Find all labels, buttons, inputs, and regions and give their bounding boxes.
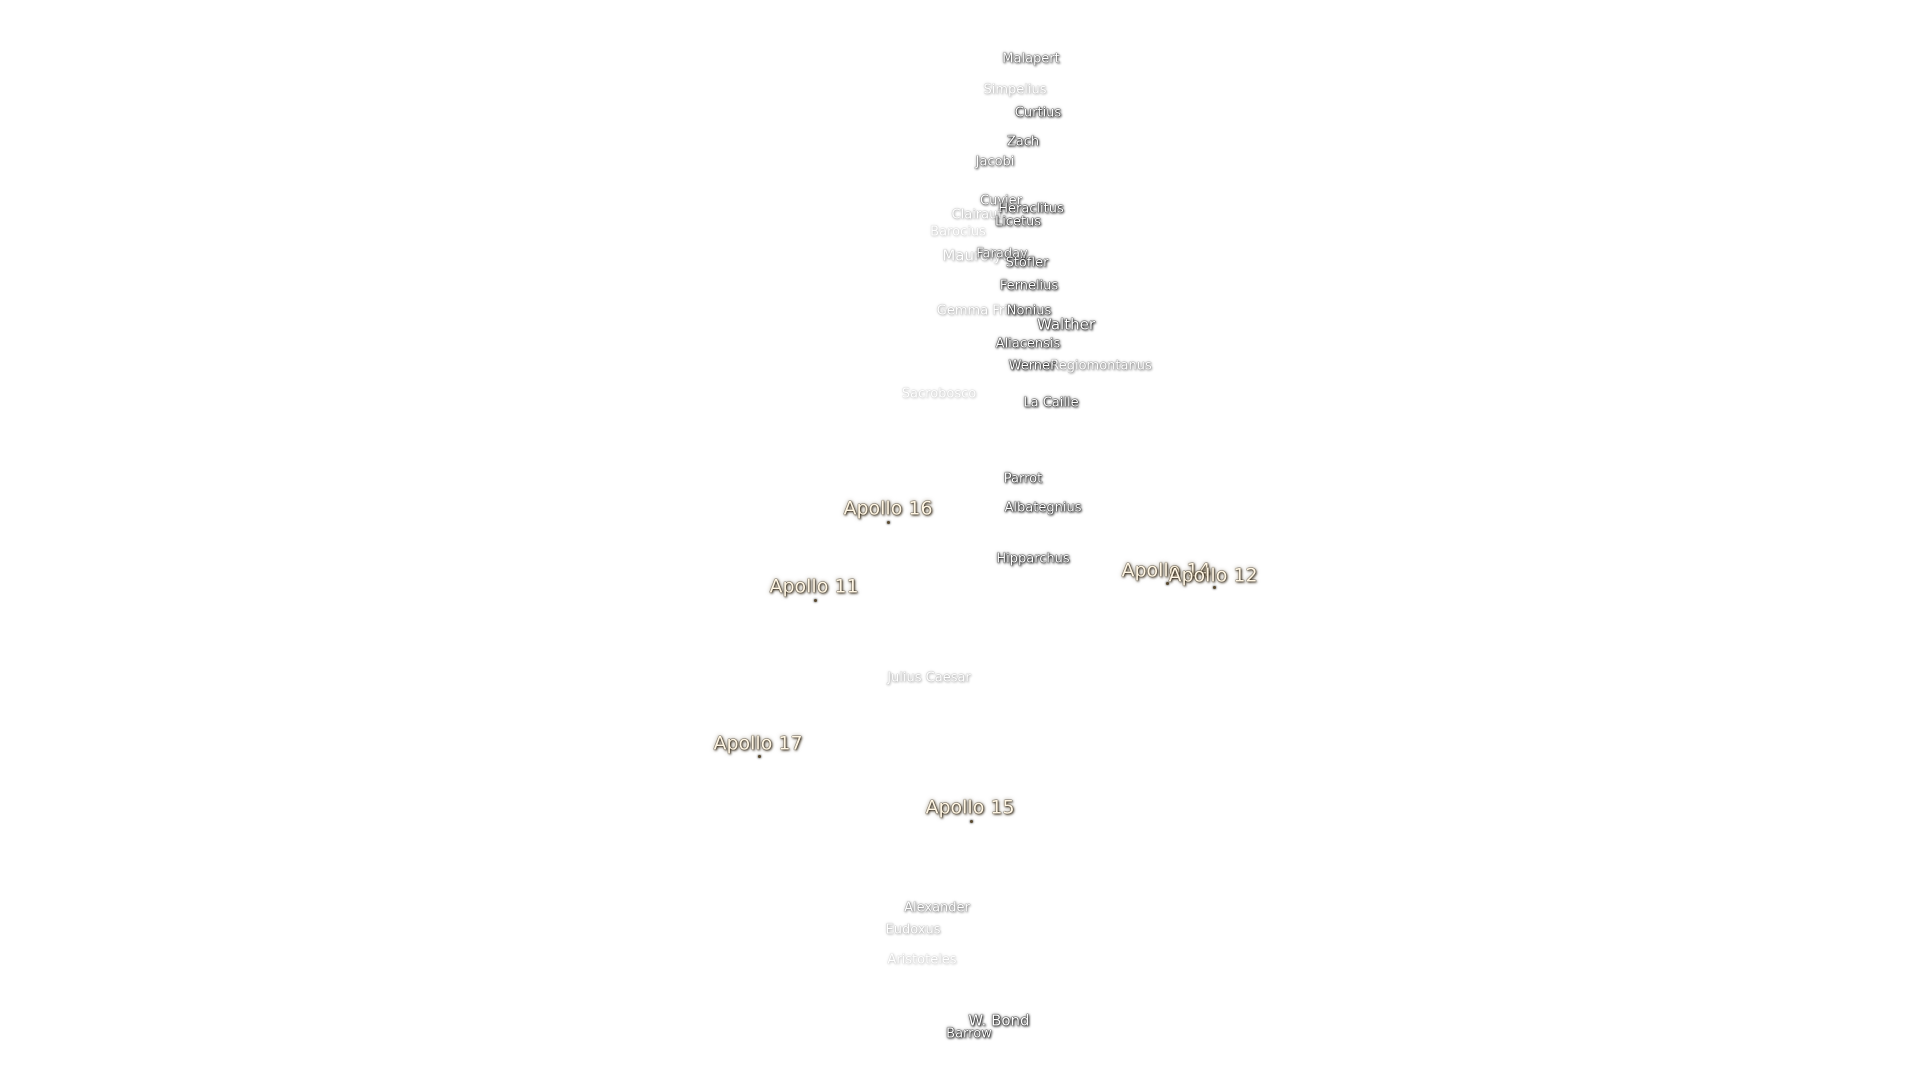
crater-label-werner[interactable]: Werner [1008, 358, 1056, 374]
crater-label-heraclitus[interactable]: Heraclitus [998, 201, 1064, 217]
apollo-11-marker-icon[interactable] [814, 599, 817, 602]
landing-site-apollo-17[interactable]: Apollo 17 [713, 732, 803, 755]
crater-label-aristoteles[interactable]: Aristoteles [887, 952, 957, 968]
crater-label-curtius[interactable]: Curtius [1014, 105, 1062, 121]
crater-label-walther[interactable]: Walther [1036, 315, 1096, 334]
crater-label-barocius[interactable]: Barocius [930, 224, 986, 240]
crater-label-nonius[interactable]: Nonius [1006, 303, 1052, 319]
crater-label-fernelius[interactable]: Fernelius [999, 278, 1059, 294]
apollo-16-marker-icon[interactable] [887, 521, 890, 524]
crater-label-aliacensis[interactable]: Aliacensis [995, 336, 1061, 352]
crater-label-alexander[interactable]: Alexander [904, 900, 970, 916]
landing-site-apollo-12[interactable]: Apollo 12 [1168, 564, 1258, 587]
crater-label-albategnius[interactable]: Albategnius [1004, 500, 1082, 516]
crater-label-jacobi[interactable]: Jacobi [975, 154, 1015, 170]
crater-label-barrow[interactable]: Barrow [946, 1026, 992, 1042]
crater-label-licetus[interactable]: Licetus [994, 214, 1042, 230]
crater-label-la-caille[interactable]: La Caille [1023, 395, 1079, 411]
crater-label-regiomontanus[interactable]: Regiomontanus [1050, 358, 1152, 374]
crater-label-stoffler[interactable]: Stöfler [1005, 255, 1049, 271]
crater-label-parrot[interactable]: Parrot [1003, 471, 1043, 487]
crater-label-simpelius[interactable]: Simpelius [983, 82, 1047, 98]
crater-label-clairaut[interactable]: Clairaut [951, 207, 1003, 223]
landing-site-apollo-16[interactable]: Apollo 16 [843, 497, 933, 520]
landing-site-apollo-14[interactable]: Apollo 14 [1121, 559, 1211, 582]
crater-label-cuvier[interactable]: Cuvier [980, 193, 1022, 209]
apollo-12-marker-icon[interactable] [1213, 586, 1216, 589]
landing-site-apollo-11[interactable]: Apollo 11 [769, 575, 859, 598]
crater-label-sacrobosco[interactable]: Sacrobosco [901, 386, 977, 402]
crater-label-w-bond[interactable]: W. Bond [968, 1011, 1030, 1030]
crater-label-malapert[interactable]: Malapert [1002, 51, 1060, 67]
crater-label-eudoxus[interactable]: Eudoxus [885, 922, 941, 938]
apollo-14-marker-icon[interactable] [1166, 582, 1169, 585]
crater-label-gemma-frisius[interactable]: Gemma Frisius [936, 303, 1034, 319]
landing-site-apollo-15[interactable]: Apollo 15 [925, 796, 1015, 819]
crater-label-maurolycus[interactable]: Maurolycus [942, 246, 1028, 265]
crater-label-hipparchus[interactable]: Hipparchus [996, 551, 1070, 567]
apollo-17-marker-icon[interactable] [758, 755, 761, 758]
apollo-15-marker-icon[interactable] [970, 820, 973, 823]
crater-label-faraday[interactable]: Faraday [976, 246, 1028, 262]
crater-label-zach[interactable]: Zach [1006, 134, 1040, 150]
crater-label-julius-caesar[interactable]: Julius Caesar [887, 670, 971, 686]
